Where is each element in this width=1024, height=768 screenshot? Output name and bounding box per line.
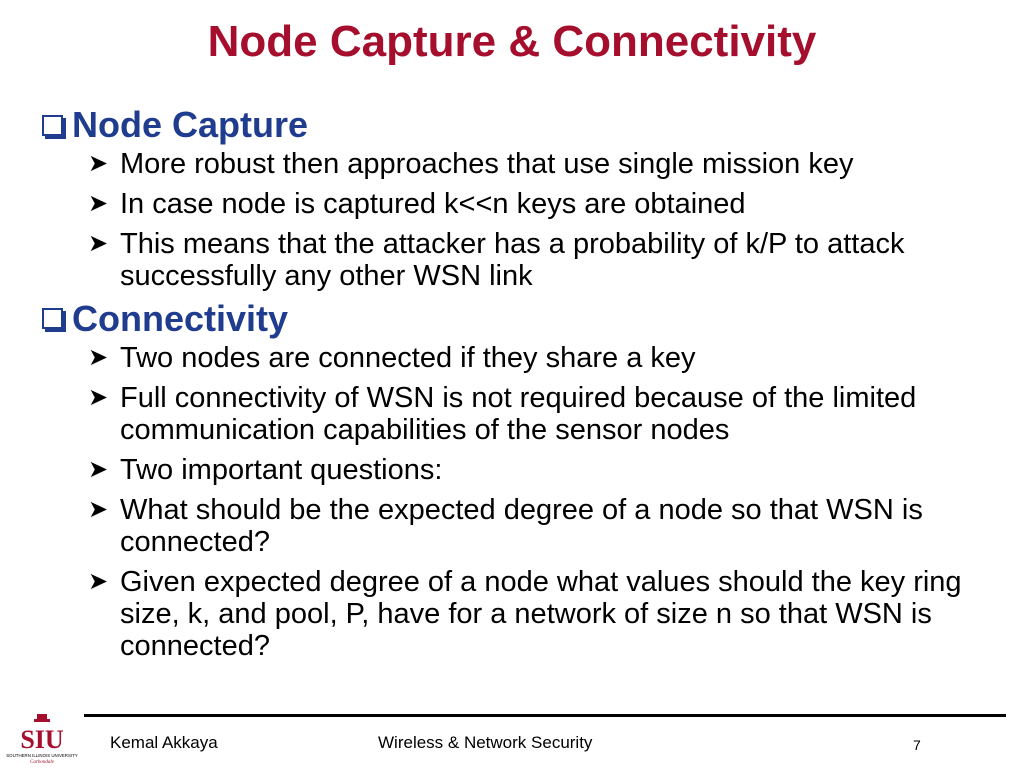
section-heading-node-capture: Node Capture (36, 102, 1011, 148)
arrow-bullet-icon: ➤ (88, 150, 109, 177)
university-logo: SIU SOUTHERN ILLINOIS UNIVERSITY Carbond… (4, 712, 80, 766)
bullet-item: ➤ Full connectivity of WSN is not requir… (36, 382, 1011, 446)
arrow-bullet-icon: ➤ (88, 230, 109, 257)
bullet-text: Two nodes are connected if they share a … (120, 342, 696, 374)
page-number: 7 (913, 737, 921, 753)
arrow-bullet-icon: ➤ (88, 190, 109, 217)
arrow-bullet-icon: ➤ (88, 568, 109, 595)
section-heading-connectivity: Connectivity (36, 296, 1011, 342)
logo-text-campus: Carbondale (30, 760, 55, 765)
section-heading-label: Node Capture (72, 104, 309, 145)
bullet-item: ➤ This means that the attacker has a pro… (36, 228, 1011, 292)
logo-seal-icon (34, 714, 50, 722)
bullet-text: Two important questions: (120, 454, 443, 486)
bullet-item: ➤ Two important questions: (36, 454, 1011, 486)
bullet-text: Given expected degree of a node what val… (120, 566, 962, 662)
bullet-text: Full connectivity of WSN is not required… (120, 382, 917, 446)
footer-divider (84, 714, 1006, 717)
bullet-item: ➤ Two nodes are connected if they share … (36, 342, 1011, 374)
hollow-square-bullet-icon (42, 115, 63, 136)
bullet-item: ➤ In case node is captured k<<n keys are… (36, 188, 1011, 220)
bullet-item: ➤ Given expected degree of a node what v… (36, 566, 1011, 662)
bullet-text: In case node is captured k<<n keys are o… (120, 188, 746, 220)
bullet-text: This means that the attacker has a proba… (120, 228, 905, 292)
slide-title: Node Capture & Connectivity (207, 17, 817, 66)
footer-course: Wireless & Network Security (378, 733, 593, 752)
arrow-bullet-icon: ➤ (88, 456, 109, 483)
footer-author: Kemal Akkaya (110, 733, 218, 752)
hollow-square-bullet-icon (42, 308, 63, 329)
bullet-item: ➤ What should be the expected degree of … (36, 494, 1011, 558)
bullet-item: ➤ More robust then approaches that use s… (36, 148, 1011, 180)
section-heading-label: Connectivity (72, 298, 289, 339)
bullet-text: More robust then approaches that use sin… (120, 148, 854, 180)
logo-text-university: SOUTHERN ILLINOIS UNIVERSITY (6, 753, 78, 758)
bullet-text: What should be the expected degree of a … (120, 494, 923, 558)
arrow-bullet-icon: ➤ (88, 384, 109, 411)
arrow-bullet-icon: ➤ (88, 344, 109, 371)
logo-mark: SIU (20, 725, 64, 754)
slide-body: Node Capture ➤ More robust then approach… (36, 102, 1011, 670)
arrow-bullet-icon: ➤ (88, 496, 109, 523)
